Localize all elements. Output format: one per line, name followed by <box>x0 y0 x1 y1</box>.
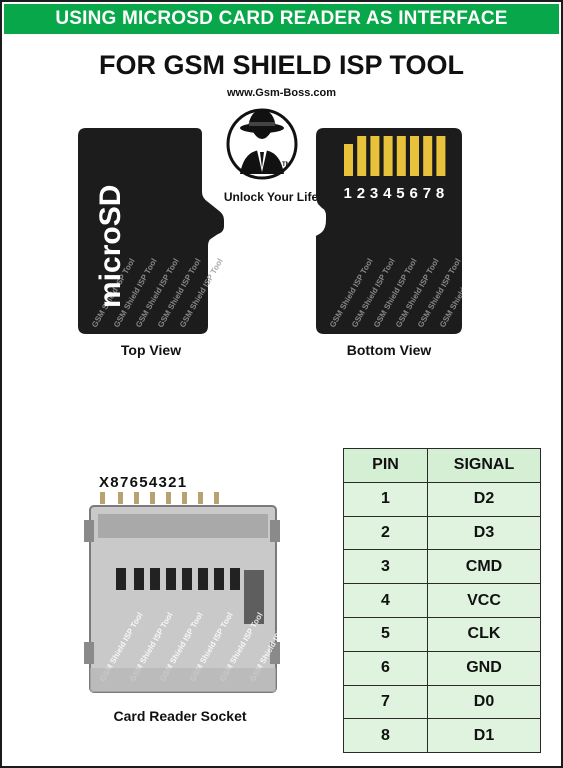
pin-number-cell: 5 <box>343 616 428 652</box>
signal-cell: D0 <box>427 684 541 720</box>
website-link[interactable]: www.Gsm-Boss.com <box>226 87 336 99</box>
contact-number-7: 7 <box>423 185 431 202</box>
socket-top-leads <box>100 492 219 504</box>
pin-number-cell: 1 <box>343 481 428 517</box>
socket-pin-labels: X87654321 <box>99 474 188 491</box>
microsd-top-view: GSM Shield ISP Tool GSM Shield ISP Tool … <box>78 128 224 334</box>
pin-number-cell: 7 <box>343 684 428 720</box>
trademark-mark: TM <box>282 162 291 168</box>
table-header-row: PIN SIGNAL <box>343 448 541 483</box>
tagline: Unlock Your Life <box>223 190 319 204</box>
gold-contact-3 <box>370 136 380 176</box>
socket-contact-springs <box>116 568 240 590</box>
contact-number-1: 1 <box>344 185 352 202</box>
socket-caption: Card Reader Socket <box>113 708 247 724</box>
gold-contact-4 <box>383 136 393 176</box>
contact-number-4: 4 <box>383 185 392 202</box>
signal-cell: VCC <box>427 583 541 618</box>
header-signal: SIGNAL <box>427 448 541 483</box>
gold-contact-8 <box>436 136 446 176</box>
pin-number-cell: 4 <box>343 583 428 618</box>
signal-cell: D2 <box>427 481 541 517</box>
microsd-bottom-view: GSM Shield ISP Tool GSM Shield ISP Tool … <box>316 128 462 334</box>
pin-number-cell: 6 <box>343 650 428 686</box>
pin-number-cell: 8 <box>343 718 428 754</box>
signal-cell: D3 <box>427 515 541 551</box>
header-pin: PIN <box>343 448 428 483</box>
gold-contact-6 <box>410 136 419 176</box>
signal-cell: GND <box>427 650 541 686</box>
gsm-boss-logo: TM <box>226 108 298 180</box>
title-banner: USING MICROSD CARD READER AS INTERFACE <box>4 4 559 34</box>
pin-number-cell: 3 <box>343 549 428 585</box>
bottom-view-caption: Bottom View <box>346 342 432 358</box>
contact-number-3: 3 <box>370 185 378 202</box>
gold-contact-7 <box>423 136 433 176</box>
contact-number-5: 5 <box>396 185 404 202</box>
signal-cell: CLK <box>427 616 541 652</box>
gold-contact-5 <box>396 136 406 176</box>
page-title: FOR GSM SHIELD ISP TOOL <box>98 50 465 80</box>
signal-cell: D1 <box>427 718 541 754</box>
gold-contact-1 <box>344 144 353 176</box>
card-reader-socket: GSM Shield ISP Tool GSM Shield ISP Tool … <box>84 492 280 693</box>
pin-number-cell: 2 <box>343 515 428 551</box>
contact-number-8: 8 <box>436 185 444 202</box>
contact-number-2: 2 <box>357 185 365 202</box>
contact-number-6: 6 <box>410 185 418 202</box>
microsd-brand: microSD <box>94 185 127 308</box>
gold-contacts <box>344 136 446 176</box>
gold-contact-2 <box>357 136 367 176</box>
top-view-caption: Top View <box>120 342 182 358</box>
signal-cell: CMD <box>427 549 541 585</box>
